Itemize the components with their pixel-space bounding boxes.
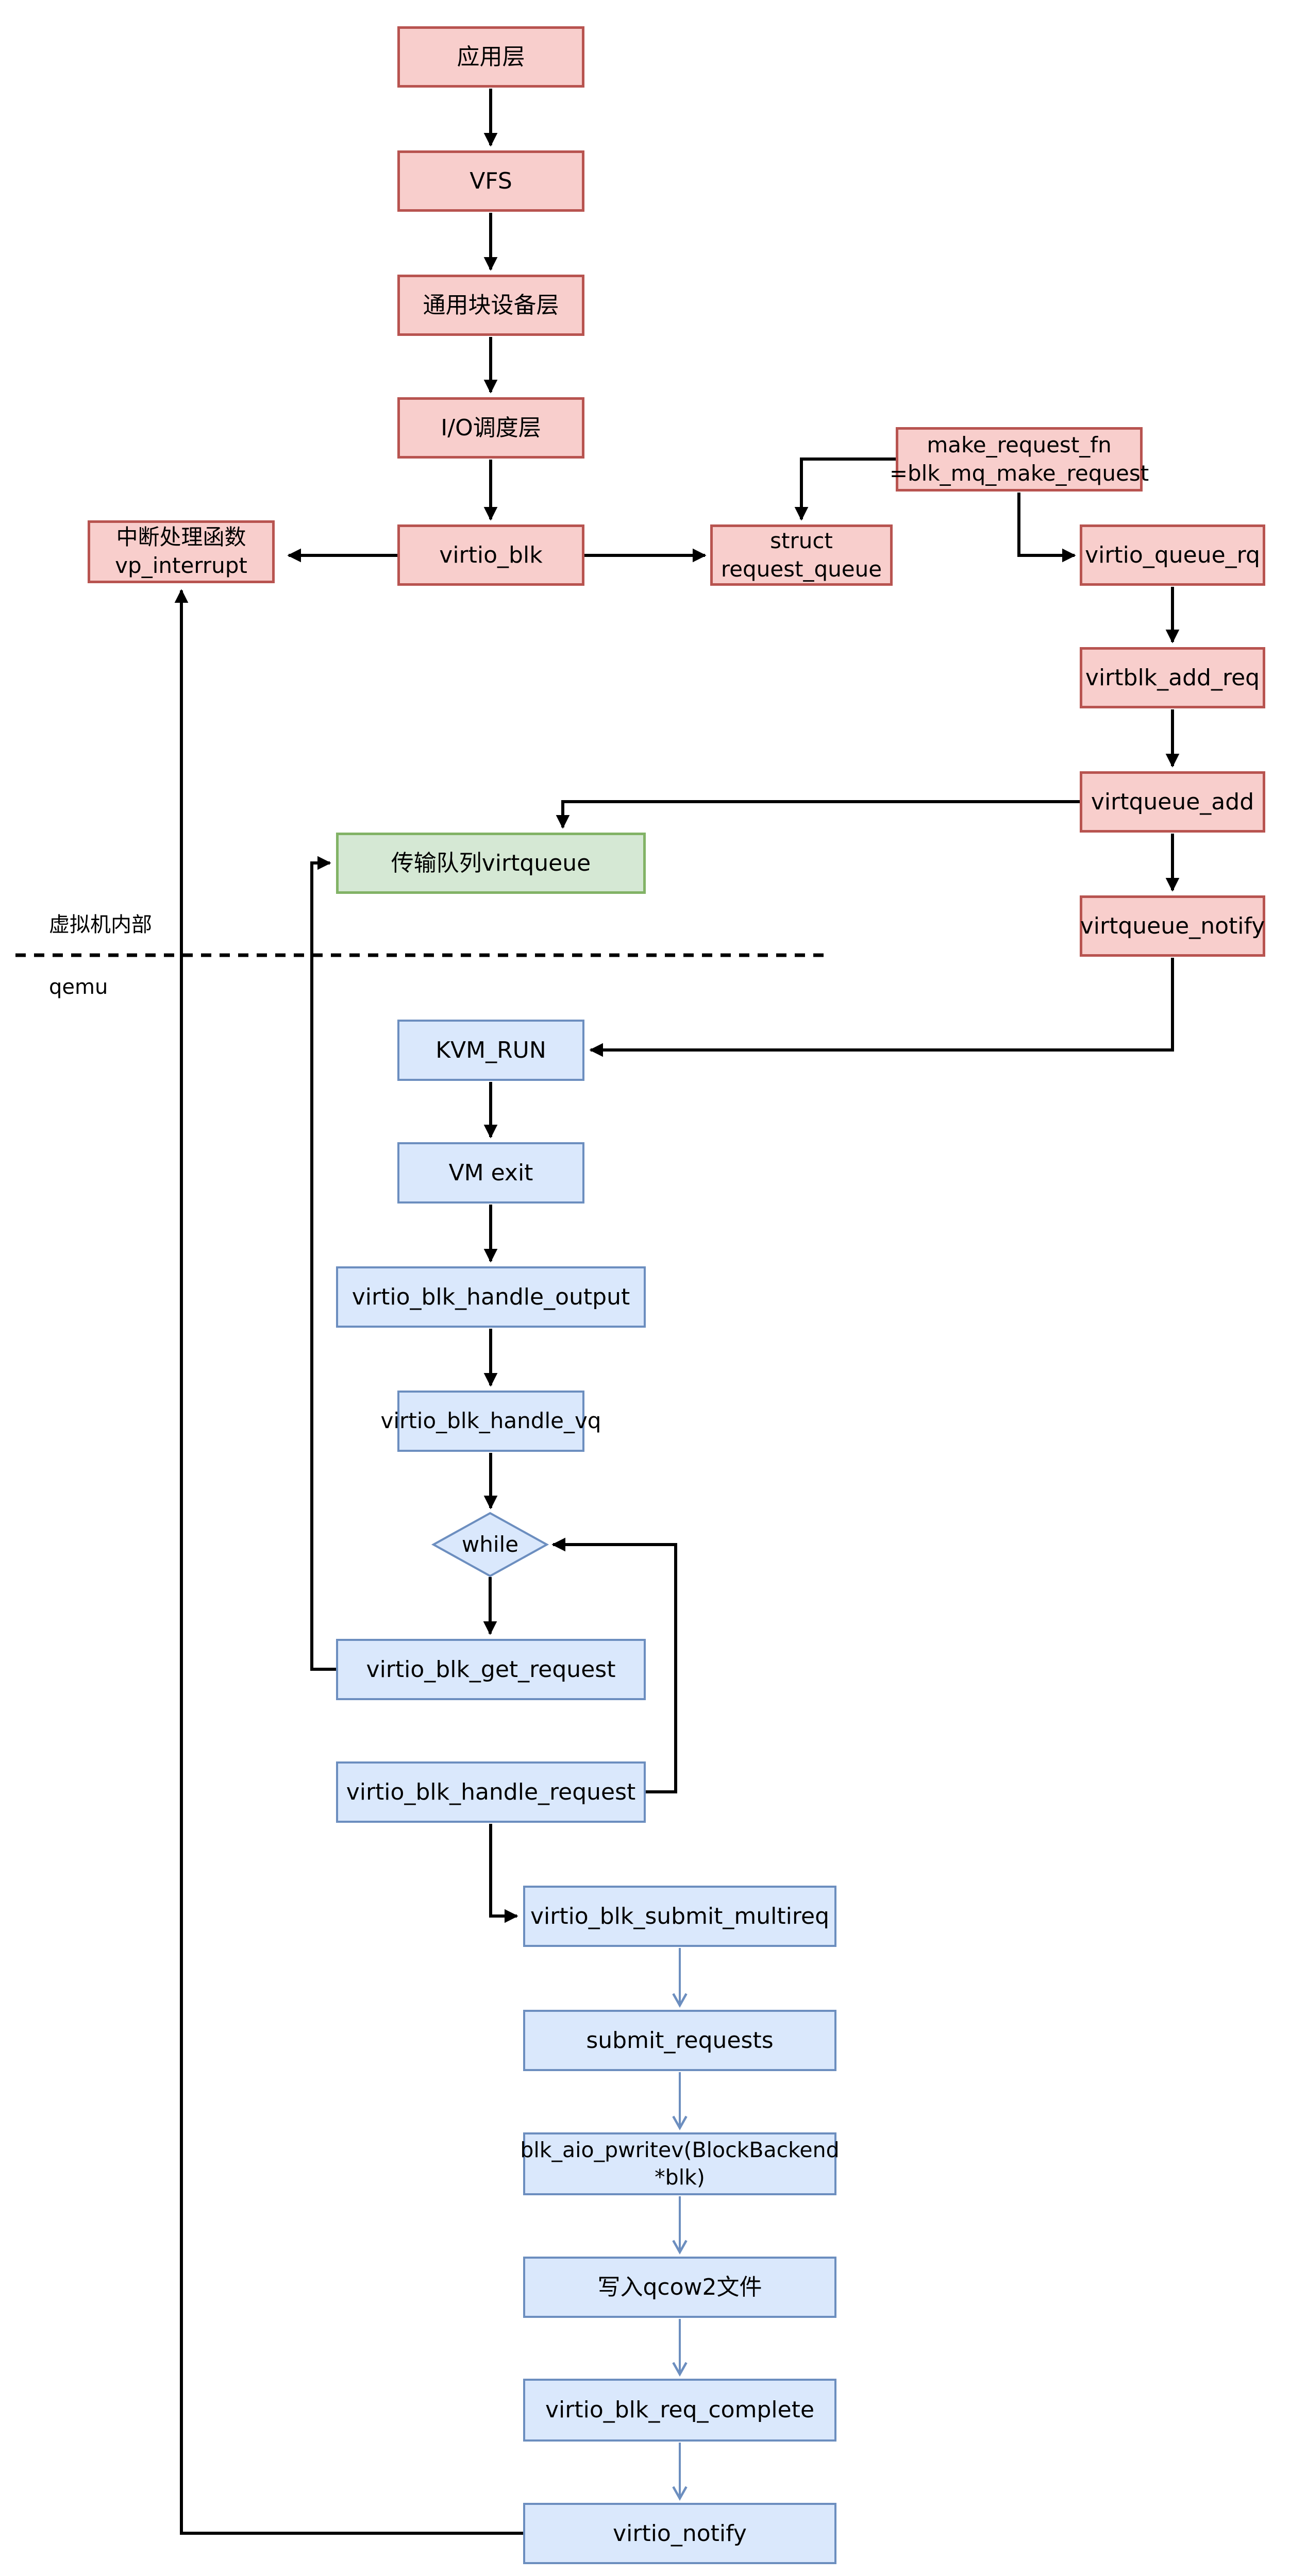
node-virtio-blk-submit-multireq: virtio_blk_submit_multireq	[523, 1886, 836, 1947]
node-virtio-blk-handle-output: virtio_blk_handle_output	[336, 1266, 646, 1328]
node-virtio-blk-handle-vq: virtio_blk_handle_vq	[381, 1391, 601, 1452]
node-virtqueue-notify: virtqueue_notify	[1080, 895, 1265, 957]
node-virtio-blk-handle-request: virtio_blk_handle_request	[336, 1761, 646, 1823]
node-virtio-notify: virtio_notify	[523, 2503, 836, 2564]
node-virtqueue-add: virtqueue_add	[1080, 771, 1265, 833]
node-generic-block-layer: 通用块设备层	[397, 275, 584, 336]
node-make-request-fn: make_request_fn =blk_mq_make_request	[890, 427, 1149, 492]
while-diamond-shape	[431, 1512, 549, 1578]
node-vm-exit: VM exit	[397, 1142, 584, 1204]
label-guest-side: 虚拟机内部	[49, 913, 152, 937]
node-virtio-blk-get-request: virtio_blk_get_request	[336, 1639, 646, 1700]
node-virtqueue: 传输队列virtqueue	[336, 833, 646, 894]
node-submit-requests: submit_requests	[523, 2010, 836, 2071]
node-io-scheduler: I/O调度层	[397, 397, 584, 459]
node-virtio-blk-req-complete: virtio_blk_req_complete	[523, 2379, 836, 2442]
label-qemu-side: qemu	[49, 975, 108, 999]
node-write-qcow2: 写入qcow2文件	[523, 2257, 836, 2318]
node-virtio-queue-rq: virtio_queue_rq	[1080, 524, 1265, 586]
node-while-diamond-label: while	[461, 1531, 519, 1557]
node-struct-request-queue: struct request_queue	[710, 524, 893, 586]
node-app-layer: 应用层	[397, 26, 584, 88]
node-blk-aio-pwritev: blk_aio_pwritev(BlockBackend *blk)	[520, 2132, 840, 2195]
node-vfs: VFS	[397, 150, 584, 212]
node-vp-interrupt: 中断处理函数 vp_interrupt	[88, 520, 275, 583]
node-virtblk-add-req: virtblk_add_req	[1080, 647, 1265, 708]
node-kvm-run: KVM_RUN	[397, 1020, 584, 1081]
node-virtio-blk: virtio_blk	[397, 524, 584, 586]
